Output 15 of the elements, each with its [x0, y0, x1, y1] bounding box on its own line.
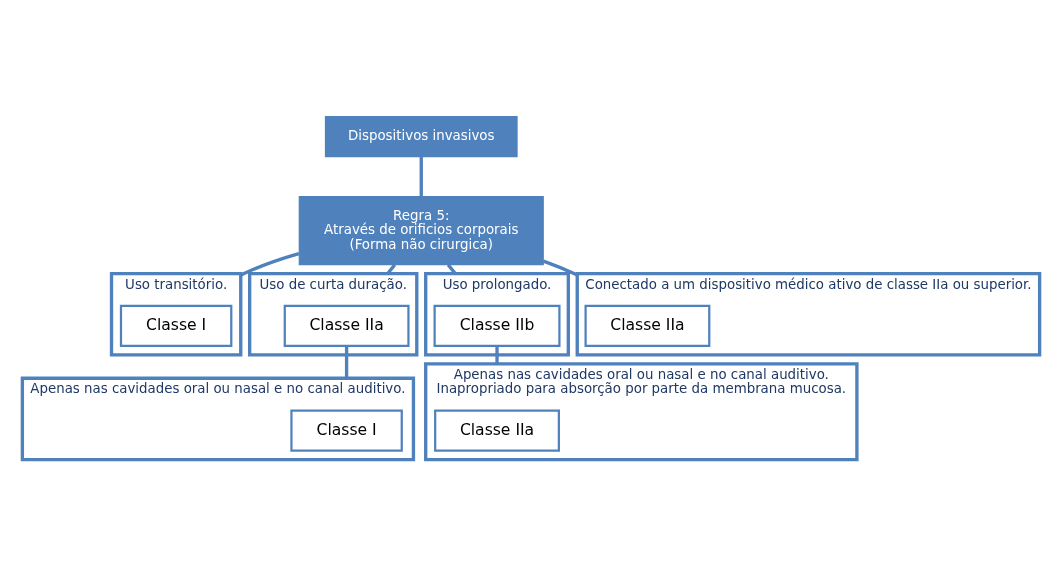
node-box: Classe IIa	[584, 304, 711, 348]
connector	[344, 346, 349, 379]
node-box: Regra 5: Através de orificios corporais (Forma não cirurgica)	[298, 196, 544, 266]
connector	[446, 263, 457, 275]
node-box: Classe IIb	[433, 304, 561, 348]
node-box: Classe IIa	[283, 304, 410, 348]
node-box: Classe I	[290, 409, 403, 452]
connector	[240, 251, 300, 277]
connector	[542, 259, 578, 277]
node-box: Classe IIa	[434, 409, 560, 452]
node-box: Dispositivos invasivos	[324, 115, 518, 158]
connector	[419, 156, 423, 197]
connector	[386, 263, 397, 275]
node-box: Classe I	[119, 304, 233, 348]
connector	[495, 346, 499, 364]
